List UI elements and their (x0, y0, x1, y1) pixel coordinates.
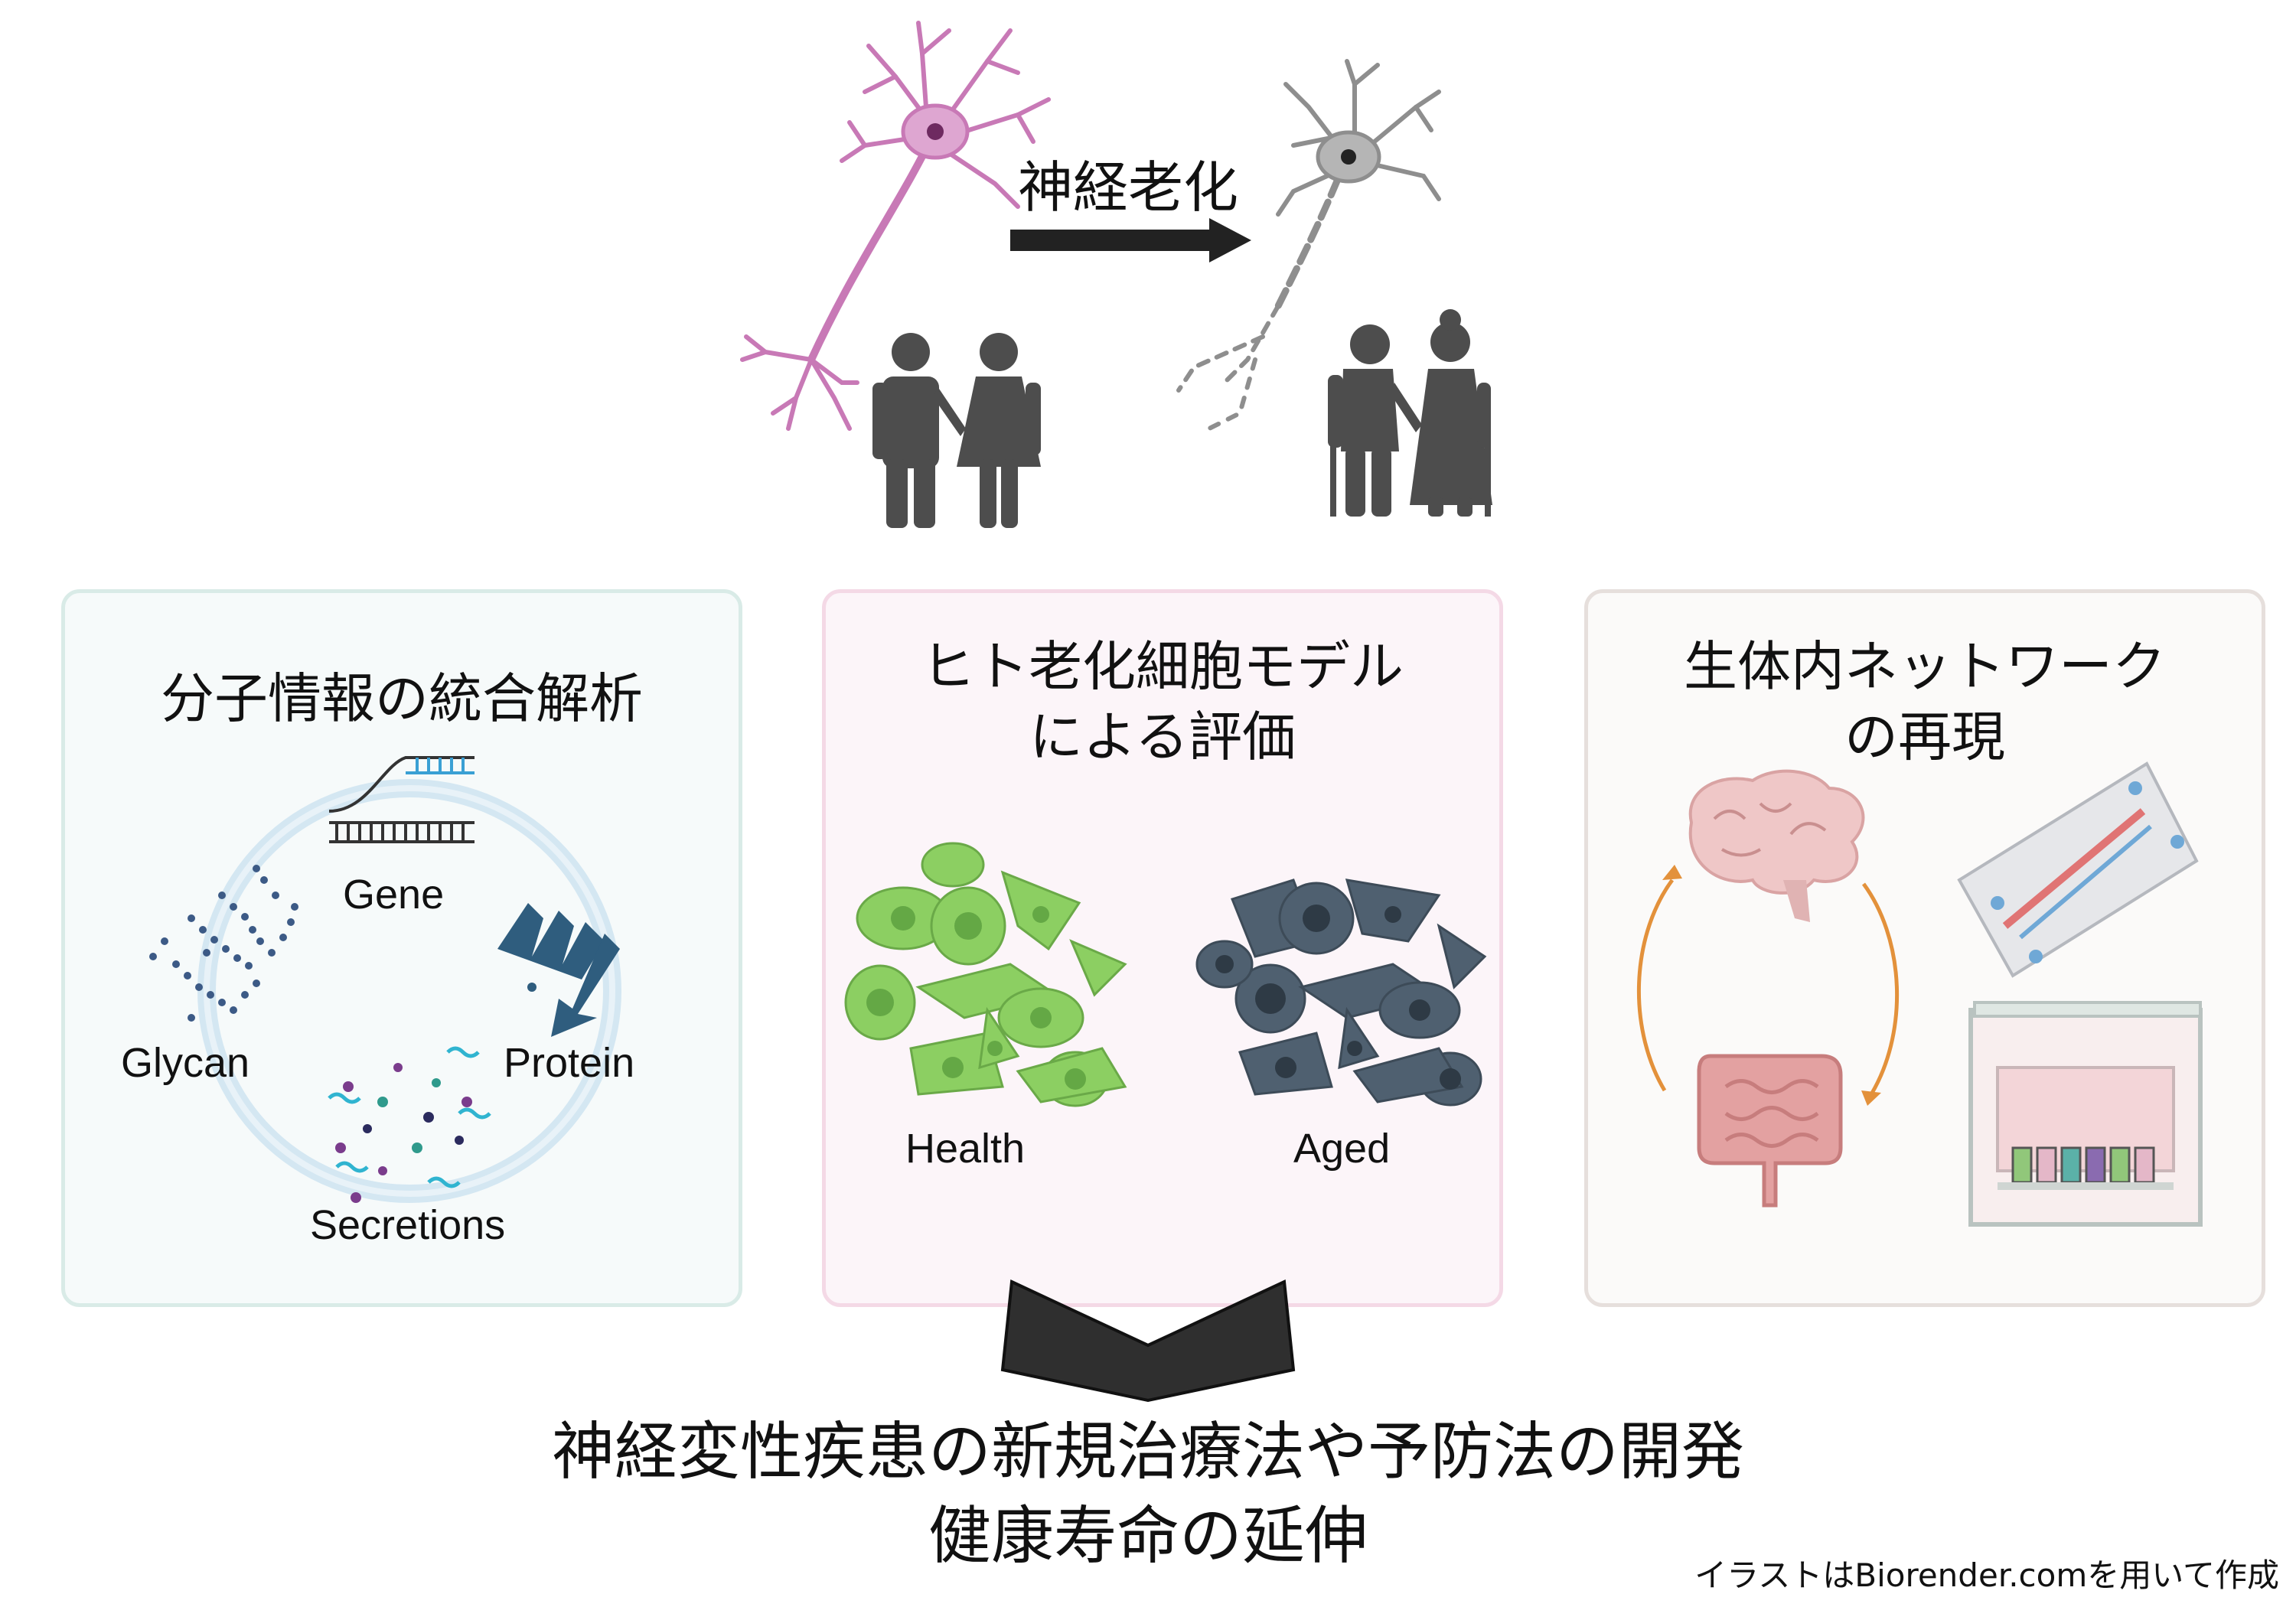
panel-title-line1: ヒト老化細胞モデル (921, 635, 1404, 698)
panel-title-line2: による評価 (1029, 706, 1296, 768)
label-secretions: Secretions (310, 1202, 506, 1248)
panel-aging-cell-model: ヒト老化細胞モデル による評価 (822, 589, 1503, 1307)
label-gene: Gene (343, 872, 445, 918)
panel-title: 分子情報の統合解析 (161, 667, 643, 730)
panel-title-line1: 生体内ネットワーク (1684, 635, 2166, 698)
label-protein: Protein (504, 1040, 635, 1086)
illustration-credit: イラストはBiorender.comを用いて作成 (1694, 1556, 2279, 1594)
label-health: Health (905, 1126, 1026, 1172)
conclusion-line-2: 健康寿命の延伸 (928, 1500, 1368, 1573)
aging-arrow-label: 神経老化 (1018, 155, 1239, 220)
panel-title-line2: の再現 (1844, 706, 2005, 768)
label-glycan: Glycan (121, 1040, 250, 1086)
label-aged: Aged (1293, 1126, 1391, 1172)
conclusion-line-1: 神経変性疾患の新規治療法や予防法の開発 (551, 1416, 1744, 1488)
